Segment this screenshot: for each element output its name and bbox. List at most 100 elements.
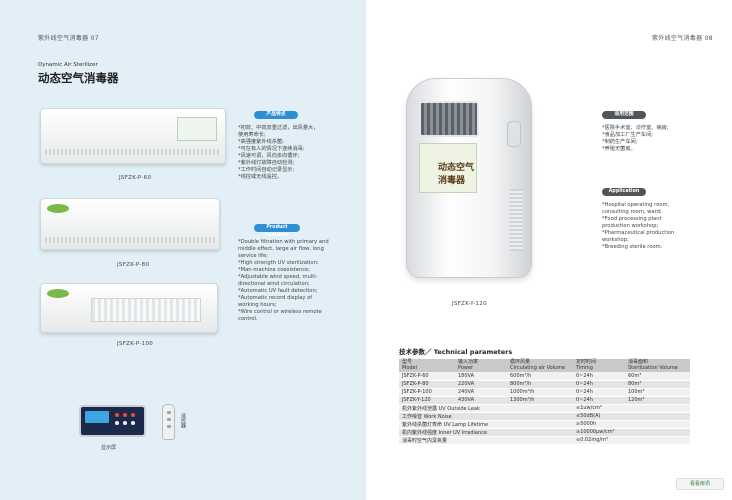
spec-row: 紫外线杀菌灯寿命 UV Lamp Lifetime ≥5000h: [399, 420, 690, 429]
table-cell: 0~24h: [573, 388, 625, 397]
features-cn-item: *风速可调，风向多向循环;: [238, 153, 300, 159]
portable-unit-side-vent: [509, 189, 523, 251]
features-cn-item: *线控或无线遥控。: [238, 174, 283, 180]
header-en: Model: [402, 364, 418, 371]
scope-en-list: *Hospital operating room, consulting roo…: [602, 202, 726, 251]
spec-name: 紫外线杀菌灯寿命 UV Lamp Lifetime: [399, 420, 573, 429]
features-en-item: service life;: [238, 253, 268, 259]
features-cn-list: *初效、中效双重过滤，出风量大， 使用寿命长; *高强度紫外线杀菌; *可在有人…: [238, 125, 362, 181]
model-label-p100: JSFZK-P-100: [117, 341, 154, 347]
remote-button: [167, 418, 171, 421]
unit-p60-panel: [177, 117, 217, 141]
features-en-item: directional wind circulation;: [238, 281, 310, 287]
display-button: [123, 413, 127, 417]
table-cell: JSFZK-P-80: [399, 380, 455, 389]
left-page-header: 紫外线空气消毒器 07: [38, 35, 99, 42]
unit-p60-vent: [45, 149, 221, 155]
features-en-item: *Automatic UV fault detection;: [238, 288, 318, 294]
right-page-header: 紫外线空气消毒器 08: [652, 35, 713, 42]
scope-cn-list: *医院手术室、诊疗室、病房; *食品加工厂生产车间; *制药生产车间; *养殖无…: [602, 125, 726, 153]
remote-label: 遥控器: [180, 413, 186, 428]
table-cell: 220VA: [455, 380, 507, 389]
scope-en-item: workshop;: [602, 237, 629, 243]
spec-row: 机内紫外线强度 Inner UV Irradiance ≥10000μw/cm²: [399, 428, 690, 437]
page-title: 动态空气消毒器: [38, 71, 119, 85]
poster-title: 动态空气 消毒器: [438, 163, 475, 186]
spec-name: 机外紫外线泄露 UV Outside Leak: [399, 404, 573, 413]
unit-p80-vent: [45, 237, 215, 243]
features-cn-label: 产品特点: [254, 111, 298, 119]
table-cell: 600m³/h: [507, 372, 573, 381]
scope-cn-item: *养殖无菌房。: [602, 146, 636, 152]
unit-p80-image: [40, 198, 220, 250]
spec-row: 机外紫外线泄露 UV Outside Leak ≤1uw/cm²: [399, 404, 690, 413]
table-row: JSFZK-P-60 180VA 600m³/h 0~24h 60m³: [399, 372, 690, 381]
features-en-item: *Man-machine coexistence;: [238, 267, 310, 273]
scope-en-item: *Food processing plant: [602, 216, 662, 222]
unit-p100-grille: [91, 298, 201, 322]
features-cn-item: *紫外线灯故障自动检测;: [238, 160, 295, 166]
table-cell: 180VA: [455, 372, 507, 381]
header-en: Circulating air Volume: [510, 364, 566, 371]
portable-unit-handle: [507, 121, 521, 147]
unit-p100-logo: [47, 289, 69, 298]
scope-en-item: *Pharmaceutical production: [602, 230, 675, 236]
features-en-item: *Wire control or wireless remote: [238, 309, 322, 315]
spec-row: 消毒时空气内臭氧量 ≤0.02mg/m³: [399, 436, 690, 445]
table-row: JSFZK-P-80 220VA 800m³/h 0~24h 80m³: [399, 380, 690, 389]
scope-en-item: *Hospital operating room,: [602, 202, 670, 208]
features-en-item: middle effect, large air flow, long: [238, 246, 324, 252]
features-cn-item: *可在有人的情况下连续消毒;: [238, 146, 305, 152]
features-en-item: working hours;: [238, 302, 277, 308]
model-label-p60: JSFZK-P-60: [119, 175, 152, 181]
spec-name: 消毒时空气内臭氧量: [399, 436, 573, 445]
model-label-p80: JSFZK-P-80: [117, 262, 150, 268]
table-cell: 0~24h: [573, 396, 625, 405]
params-title: 技术参数／ Technical parameters: [399, 348, 513, 356]
watermark-logo: 看看房讯: [676, 478, 724, 490]
display-button: [123, 421, 127, 425]
table-cell: 120m³: [625, 396, 690, 405]
features-en-item: *Double filtration with primary and: [238, 239, 329, 245]
features-en-item: *High strength UV sterilization;: [238, 260, 319, 266]
display-button: [115, 421, 119, 425]
features-en-list: *Double filtration with primary and midd…: [238, 239, 362, 323]
model-label-y120: JSFZK-Y-120: [452, 301, 487, 307]
table-row: JSFZK-Y-120 430VA 1300m³/h 0~24h 120m³: [399, 396, 690, 405]
remote-control-image: [162, 404, 175, 440]
portable-unit-grille: [419, 101, 479, 137]
features-en-item: *Adjustable wind speed, multi-: [238, 274, 318, 280]
table-cell: 60m³: [625, 372, 690, 381]
header-cn: 循环风量: [510, 359, 531, 365]
portable-unit-image: 动态空气 消毒器: [406, 78, 532, 278]
table-cell: 0~24h: [573, 380, 625, 389]
display-button: [115, 413, 119, 417]
scope-cn-label: 适用范围: [602, 111, 646, 119]
table-cell: 100m³: [625, 388, 690, 397]
features-cn-item: *工作时间自动记录显示;: [238, 167, 295, 173]
features-en-item: control.: [238, 316, 258, 322]
header-cn: 消毒面积: [628, 359, 649, 365]
features-en-item: *Automatic record display of: [238, 295, 313, 301]
features-cn-item: *高强度紫外线杀菌;: [238, 139, 284, 145]
features-cn-item: *初效、中效双重过滤，出风量大，: [238, 125, 319, 131]
table-cell: 800m³/h: [507, 380, 573, 389]
scope-cn-item: *制药生产车间;: [602, 139, 638, 145]
header-en: Power: [458, 364, 474, 371]
scope-en-item: *Breeding sterile room.: [602, 244, 663, 250]
left-page: 紫外线空气消毒器 07 Dynamic Air Sterilizer 动态空气消…: [0, 0, 366, 500]
scope-en-item: production workshop;: [602, 223, 659, 229]
scope-cn-item: *医院手术室、诊疗室、病房;: [602, 125, 669, 131]
table-cell: 240VA: [455, 388, 507, 397]
table-cell: 1300m³/h: [507, 396, 573, 405]
display-button: [131, 413, 135, 417]
features-en-label: Product Features: [254, 224, 300, 238]
display-label: 显示屏: [101, 445, 117, 451]
scope-en-label: Application: [602, 188, 646, 196]
spec-value: ≤1uw/cm²: [573, 404, 690, 413]
unit-p80-logo: [47, 204, 69, 213]
